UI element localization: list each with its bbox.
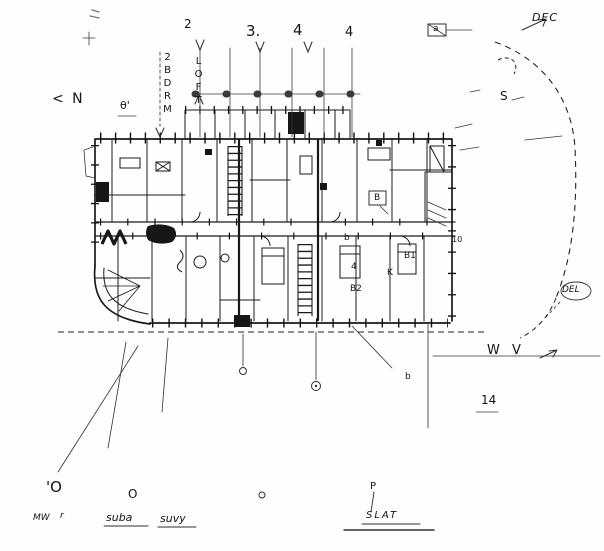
label-num-3: 3. [246, 22, 261, 40]
label-room-b: B [374, 193, 381, 203]
blob-elevator [288, 112, 304, 134]
wall-ticks [91, 106, 456, 328]
del-dash [544, 301, 561, 319]
note-box-marks [427, 23, 473, 37]
leader-circle-2 [311, 381, 321, 391]
label-num-4a: 4 [293, 21, 303, 39]
fixture-round-1 [193, 255, 207, 269]
blob-small-3 [376, 140, 382, 146]
door-swings [189, 211, 411, 247]
left-bracket [83, 146, 96, 179]
label-o-small: O [128, 487, 138, 501]
stray-marks [57, 9, 601, 531]
label-sig-r: r [60, 511, 64, 521]
label-slat: SLAT [366, 510, 399, 521]
fixture-squiggle [176, 249, 184, 273]
label-loft: LOFT [193, 56, 204, 108]
label-dec: DEC [532, 11, 559, 24]
curved-bay-wall [93, 265, 151, 325]
curved-stair-spokes [102, 269, 141, 312]
label-room-b1: B1 [404, 251, 416, 261]
boundary-tail [519, 297, 557, 339]
label-s: S [500, 89, 508, 103]
stairs [227, 146, 313, 316]
label-del: DEL [562, 285, 580, 295]
furniture-details [155, 145, 445, 257]
label-2bdrm: 2BDRM [162, 52, 173, 117]
label-theta: θ' [120, 99, 130, 112]
label-sig-mw: MW [33, 513, 50, 523]
label-wv: W V [487, 343, 525, 358]
stair-rails [227, 146, 313, 316]
label-room-4: 4 [351, 262, 357, 272]
label-num-4b: 4 [345, 25, 354, 40]
partial-walls [94, 169, 453, 301]
label-room-k: K [387, 268, 393, 278]
label-o-big: 'O [46, 478, 62, 496]
heavy-cross-walls [237, 138, 320, 322]
room-b-box [368, 190, 387, 206]
boundary-dashed [58, 41, 592, 339]
fixture-round-2 [220, 253, 230, 263]
right-side-marks [454, 89, 563, 151]
label-room-b-small: b [344, 233, 350, 243]
unit-walls-lower [117, 236, 425, 322]
register-cross [82, 31, 96, 46]
curved-bay-inner [103, 267, 149, 315]
label-room-b2: B2 [350, 284, 362, 294]
boundary-curve [494, 41, 577, 299]
corner-smudge [89, 9, 100, 19]
annex-hatch [427, 201, 447, 227]
label-box-a: a [433, 24, 439, 34]
right-arrow [539, 349, 558, 359]
stray-diagonals [57, 323, 429, 473]
label-sig-suba: suba [106, 511, 133, 524]
top-strip [184, 109, 351, 139]
blob-small-2 [205, 149, 212, 155]
furniture [119, 23, 447, 285]
dec-arrow [521, 18, 547, 31]
outer-wall [94, 138, 453, 324]
label-north: < N [52, 91, 85, 107]
blob-corridor [146, 224, 177, 244]
arrow-chevrons [155, 39, 313, 139]
blob-bottom [234, 315, 250, 327]
leader-circle-3 [258, 491, 266, 499]
furniture-rects [119, 145, 445, 285]
blob-left-wall [96, 182, 109, 202]
scribble-mw [100, 229, 128, 246]
label-num-10: 10 [452, 235, 463, 244]
del-circle [560, 281, 592, 301]
label-num-2: 2 [184, 17, 192, 31]
boundary-hook [497, 57, 517, 75]
label-num-14: 14 [481, 393, 497, 407]
signature-underlines [103, 523, 421, 528]
leader-circle-1 [239, 367, 247, 375]
blob-small-1 [320, 183, 327, 190]
p-leader [370, 491, 375, 513]
label-sig-suvy: suvy [160, 512, 186, 525]
leader-circle-dot [314, 384, 318, 388]
label-p: P [370, 481, 377, 492]
extension-verticals [199, 47, 353, 138]
room-b-leader [379, 205, 389, 215]
label-b-bottom: b [405, 372, 411, 382]
plan-walls [93, 109, 456, 325]
construction-lines [82, 23, 563, 227]
